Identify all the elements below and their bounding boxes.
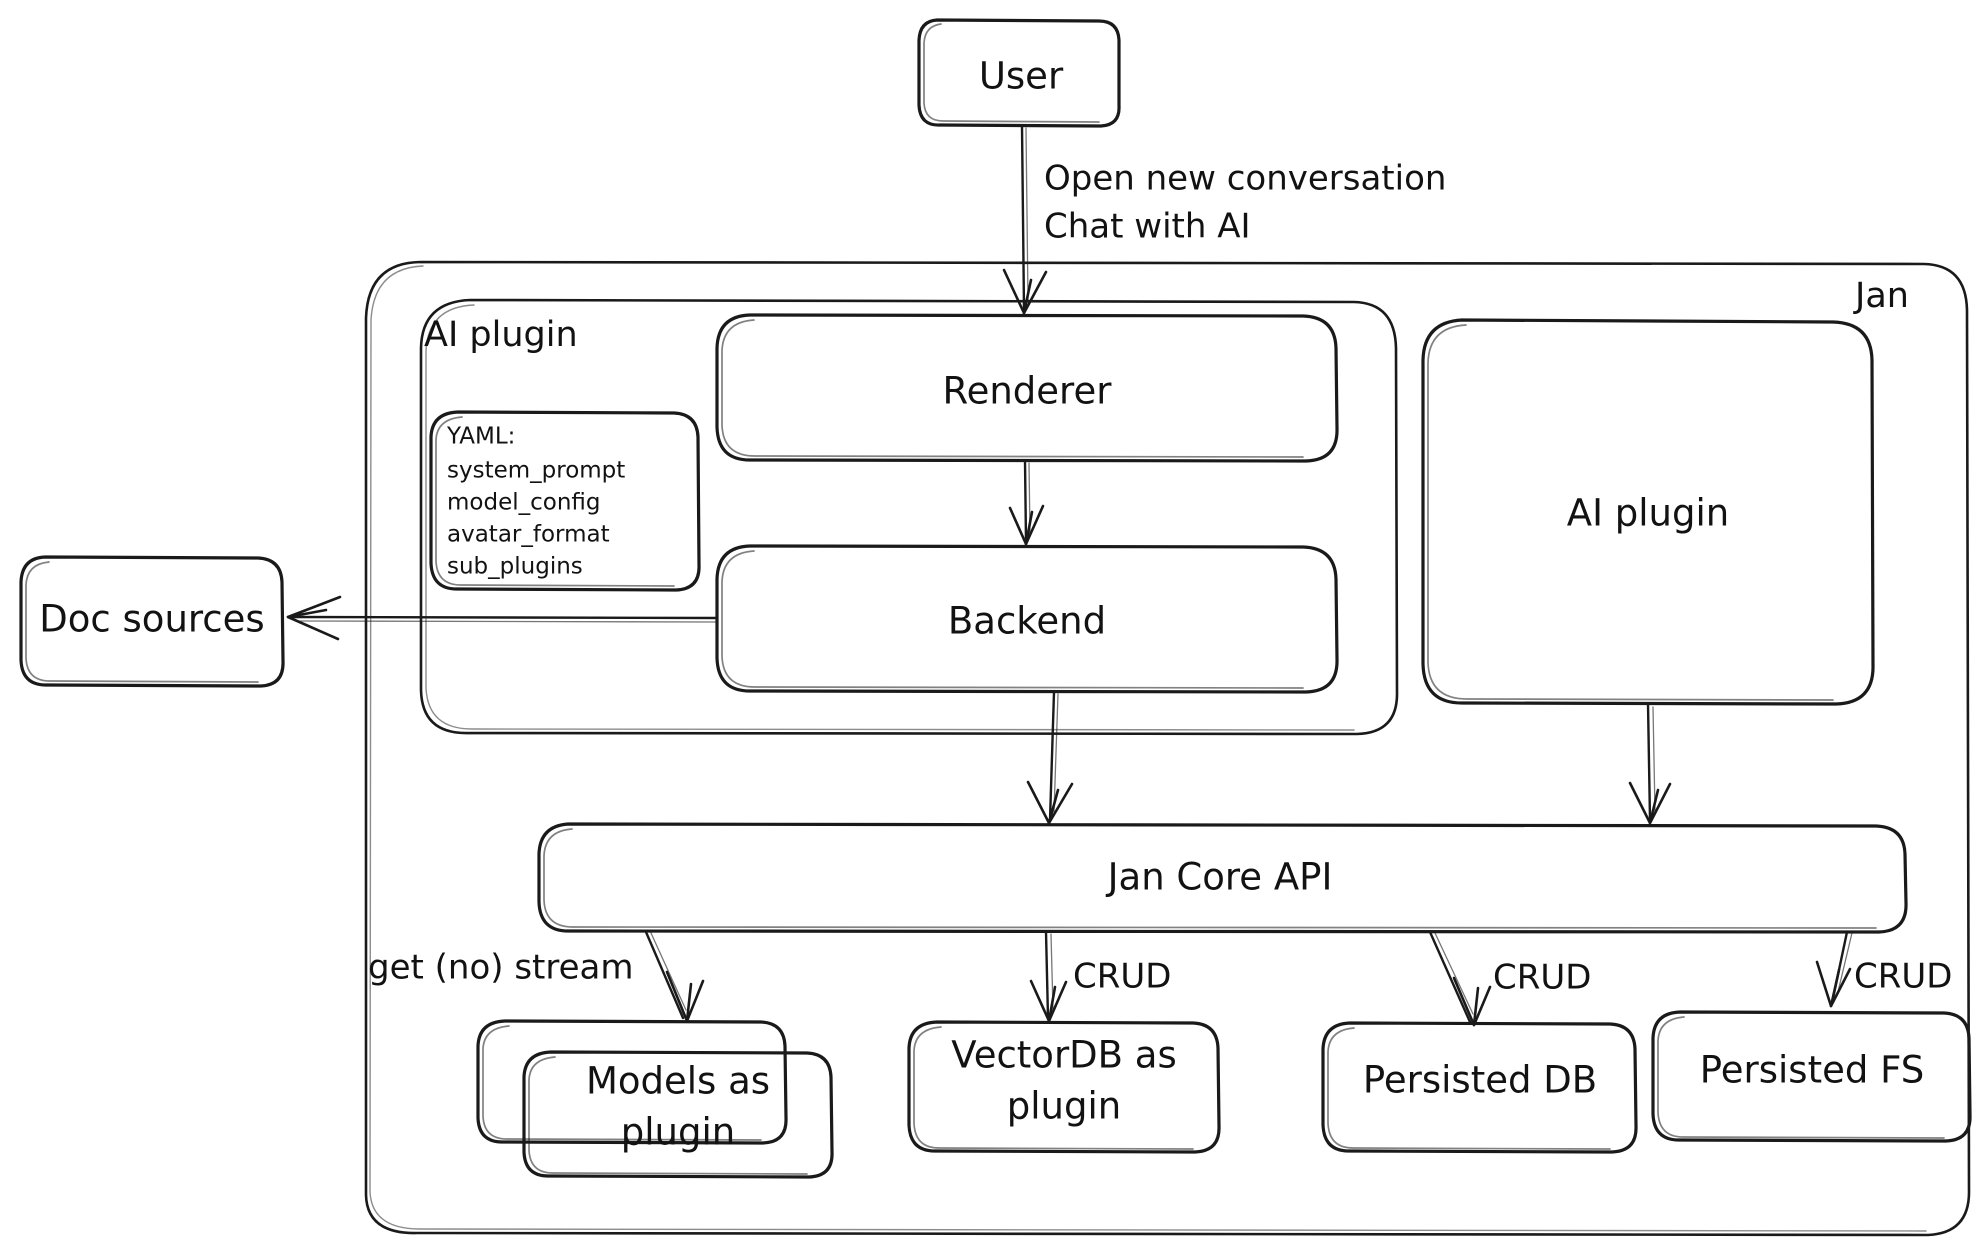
container-jan-label: Jan	[1853, 276, 1909, 316]
yaml-card-item-2: avatar_format	[447, 522, 610, 548]
edge-core-to-vectordb	[1029, 930, 1068, 1023]
node-models-plugin-back	[476, 1019, 788, 1145]
node-persisted-db-label: Persisted DB	[1363, 1059, 1597, 1102]
node-jan-core-api[interactable]	[537, 822, 1908, 934]
node-user-label: User	[979, 55, 1064, 98]
container-ai-plugin-group	[419, 298, 1399, 736]
yaml-card-item-3: sub_plugins	[447, 554, 583, 580]
node-persisted-fs[interactable]	[1651, 1010, 1972, 1143]
node-renderer[interactable]	[715, 313, 1339, 463]
node-doc-sources-label: Doc sources	[39, 598, 264, 641]
edge-backend-to-doc-sources	[286, 595, 718, 641]
edge-core-to-persisted-db-label: CRUD	[1493, 958, 1591, 998]
node-backend-label: Backend	[948, 600, 1106, 643]
node-vectordb-plugin-label-line1: VectorDB as	[951, 1034, 1177, 1077]
yaml-card-header: YAML:	[446, 424, 515, 450]
yaml-card	[429, 410, 701, 592]
node-ai-plugin[interactable]	[1421, 318, 1875, 706]
container-ai-plugin-group-label: AI plugin	[424, 315, 578, 355]
edge-user-to-renderer	[1002, 124, 1048, 315]
container-jan	[364, 260, 1971, 1237]
node-jan-core-api-label: Jan Core API	[1106, 856, 1333, 899]
edge-renderer-to-backend	[1008, 459, 1045, 546]
node-models-plugin[interactable]	[522, 1050, 834, 1179]
edge-core-to-persisted-fs	[1815, 930, 1853, 1008]
node-persisted-db[interactable]	[1321, 1021, 1638, 1154]
node-vectordb-plugin[interactable]	[907, 1020, 1221, 1154]
edge-core-to-persisted-db	[1428, 930, 1492, 1027]
node-ai-plugin-label: AI plugin	[1567, 492, 1729, 535]
node-doc-sources[interactable]	[19, 555, 285, 688]
edge-core-to-persisted-fs-label: CRUD	[1854, 957, 1952, 997]
edge-core-to-models-label: get (no) stream	[368, 948, 633, 988]
node-backend[interactable]	[715, 544, 1339, 694]
edge-user-to-renderer-label-line1: Open new conversation	[1044, 159, 1446, 199]
node-user[interactable]	[917, 18, 1121, 128]
node-models-plugin-label-line2: plugin	[621, 1111, 735, 1154]
edge-core-to-models	[644, 930, 705, 1023]
node-models-plugin-label-line1: Models as	[586, 1060, 770, 1103]
node-vectordb-plugin-label-line2: plugin	[1007, 1085, 1121, 1128]
node-renderer-label: Renderer	[943, 370, 1113, 413]
edge-user-to-renderer-label-line2: Chat with AI	[1044, 207, 1251, 247]
yaml-card-item-1: model_config	[447, 490, 601, 516]
yaml-card-item-0: system_prompt	[447, 458, 625, 484]
edge-core-to-vectordb-label: CRUD	[1073, 957, 1171, 997]
edge-ai-plugin-to-core	[1628, 702, 1672, 825]
edge-backend-to-core	[1026, 690, 1074, 825]
node-persisted-fs-label: Persisted FS	[1700, 1049, 1924, 1092]
